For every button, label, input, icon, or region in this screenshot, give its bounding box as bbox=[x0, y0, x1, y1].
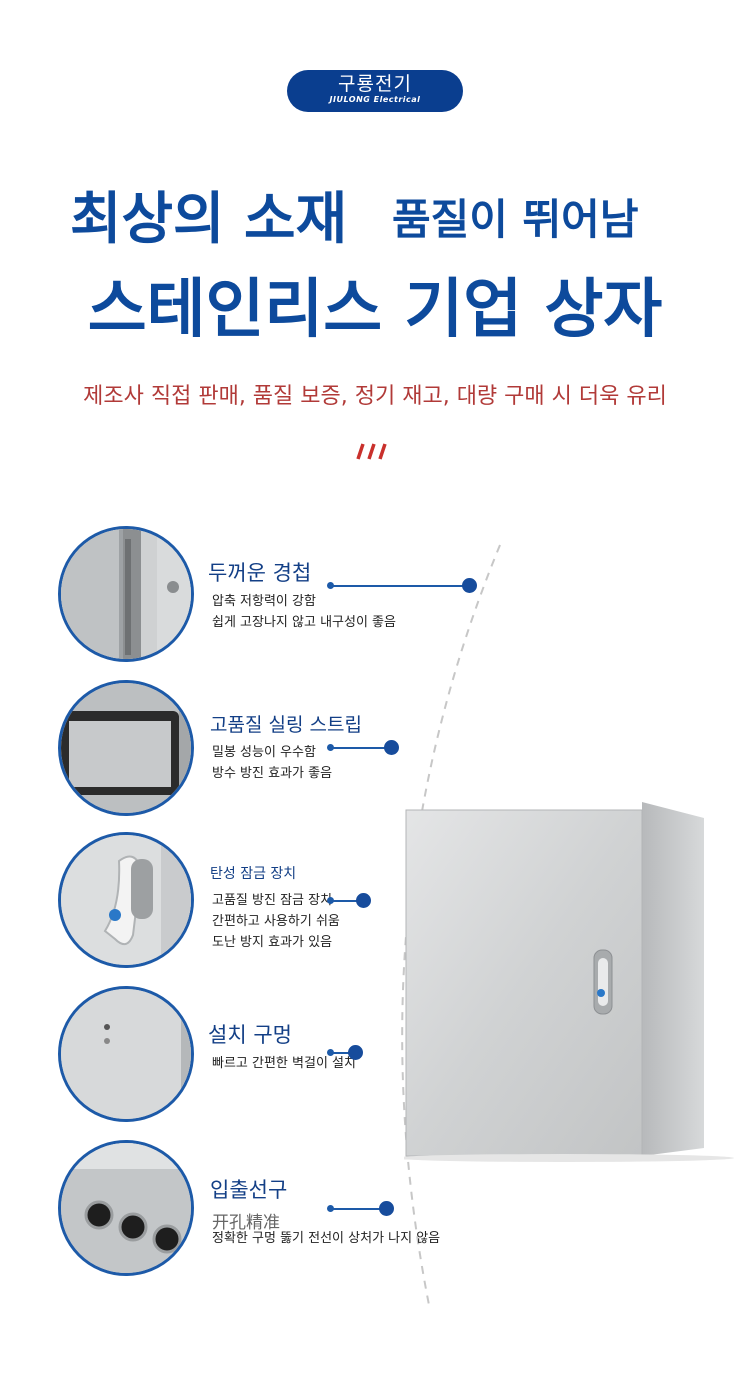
feature-image-elastic-lock bbox=[58, 832, 194, 968]
feature-desc-line: 정확한 구멍 뚫기 bbox=[212, 1231, 304, 1246]
connector-dot-large bbox=[348, 1045, 363, 1060]
feature-image-seal-strip bbox=[58, 680, 194, 816]
feature-desc-seal-strip: 밀봉 성능이 우수함 방수 방진 효과가 좋음 bbox=[212, 742, 332, 784]
feature-image-mounting-holes bbox=[58, 986, 194, 1122]
feature-title-hinge: 두꺼운 경첩 bbox=[208, 561, 312, 585]
cable-entry-icon bbox=[61, 1143, 191, 1273]
lock-handle-icon bbox=[61, 835, 191, 965]
connector-line bbox=[330, 1208, 386, 1210]
feature-desc-hinge: 압축 저항력이 강함 쉽게 고장나지 않고 내구성이 좋음 bbox=[212, 591, 396, 633]
headline-excellent-quality: 품질이 뛰어남 bbox=[392, 195, 639, 244]
feature-desc-cable-entry: 정확한 구멍 뚫기 전선이 상처가 나지 않음 bbox=[212, 1228, 440, 1249]
logo-korean-text: 구룡전기 bbox=[338, 73, 412, 95]
feature-desc-elastic-lock: 고품질 방진 잠금 장치 간편하고 사용하기 쉬움 도난 방지 효과가 있음 bbox=[212, 890, 340, 953]
headline-best-material: 최상의 소재 bbox=[70, 187, 348, 252]
feature-desc-mounting-holes: 빠르고 간편한 벽걸이 설치 bbox=[212, 1053, 356, 1074]
feature-title-elastic-lock: 탄성 잠금 장치 bbox=[210, 866, 297, 882]
connector-dot-large bbox=[462, 578, 477, 593]
feature-desc-line: 압축 저항력이 강함 bbox=[212, 594, 316, 609]
headline-line-1: 최상의 소재 품질이 뛰어남 bbox=[0, 170, 750, 254]
connector-dot-large bbox=[356, 893, 371, 908]
feature-title-seal-strip: 고품질 실링 스트립 bbox=[210, 714, 362, 736]
connector-line bbox=[330, 900, 360, 902]
feature-title-mounting-holes: 설치 구멍 bbox=[208, 1023, 292, 1047]
feature-desc-line: 쉽게 고장나지 않고 내구성이 좋음 bbox=[212, 615, 396, 630]
mounting-hole-icon bbox=[61, 989, 191, 1119]
connector-line bbox=[330, 1052, 354, 1054]
hinge-icon bbox=[61, 529, 191, 659]
feature-desc-line: 방수 방진 효과가 좋음 bbox=[212, 766, 333, 781]
feature-overlay-chinese-text: 开孔精准 bbox=[212, 1213, 280, 1233]
connector-dot-large bbox=[379, 1201, 394, 1216]
feature-title-cable-entry: 입출선구 bbox=[210, 1178, 288, 1202]
logo-english-text: JIULONG Electrical bbox=[329, 95, 421, 104]
feature-desc-line: 고품질 방진 잠금 장치 bbox=[212, 893, 333, 908]
stainless-cabinet-image bbox=[404, 802, 734, 1162]
feature-desc-line: 간편하고 사용하기 쉬움 bbox=[212, 914, 340, 929]
slashes-decoration-icon bbox=[356, 443, 387, 460]
connector-dot-large bbox=[384, 740, 399, 755]
feature-desc-line: 빠르고 간편한 벽걸이 설치 bbox=[212, 1056, 356, 1071]
connector-line bbox=[330, 747, 390, 749]
connector-line bbox=[330, 585, 470, 587]
tagline: 제조사 직접 판매, 품질 보증, 정기 재고, 대량 구매 시 더욱 유리 bbox=[83, 384, 667, 409]
feature-desc-line: 전선이 상처가 나지 않음 bbox=[308, 1231, 441, 1246]
dashed-arc-decoration bbox=[401, 544, 501, 1311]
seal-strip-icon bbox=[61, 683, 191, 813]
feature-image-hinge bbox=[58, 526, 194, 662]
feature-image-cable-entry bbox=[58, 1140, 194, 1276]
brand-logo: 구룡전기 JIULONG Electrical bbox=[287, 70, 463, 112]
feature-desc-line: 도난 방지 효과가 있음 bbox=[212, 935, 333, 950]
feature-desc-line: 밀봉 성능이 우수함 bbox=[212, 745, 316, 760]
headline-product-name: 스테인리스 기업 상자 bbox=[87, 273, 663, 347]
